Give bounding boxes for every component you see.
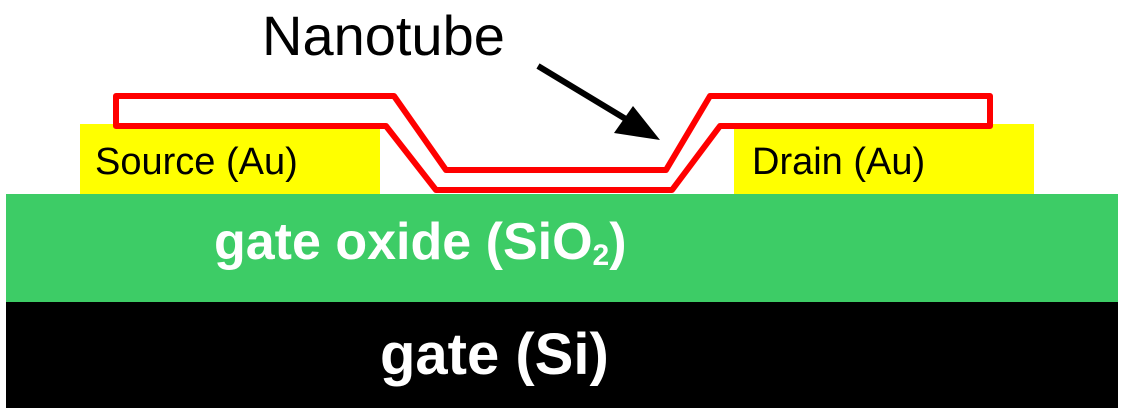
gate-oxide-layer <box>6 194 1118 302</box>
gate-oxide-label-main: gate oxide (SiO <box>214 213 593 271</box>
source-label: Source (Au) <box>95 141 298 183</box>
drain-electrode <box>734 124 1034 194</box>
nanotube <box>113 93 993 193</box>
nanotube-label: Nanotube <box>262 4 505 67</box>
gate-oxide-label: gate oxide (SiO2) <box>214 216 627 271</box>
source-electrode <box>80 124 380 194</box>
pointer-arrow-head <box>614 106 660 140</box>
gate-label: gate (Si) <box>380 322 609 387</box>
gate-layer <box>6 302 1118 408</box>
gate-oxide-label-subscript: 2 <box>592 239 610 272</box>
gate-oxide-label-end: ) <box>609 213 627 271</box>
pointer-arrow-shaft <box>536 63 636 127</box>
drain-label: Drain (Au) <box>752 141 926 183</box>
